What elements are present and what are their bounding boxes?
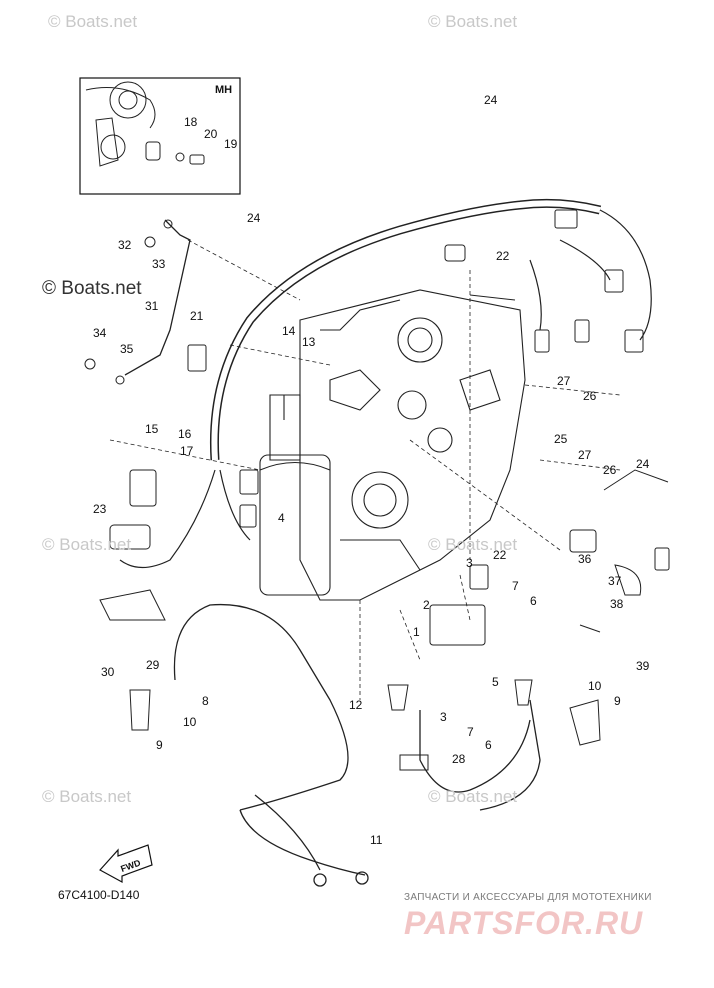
watermark: © Boats.net — [428, 12, 518, 31]
battery-cables — [124, 219, 541, 887]
callout-35: 35 — [120, 342, 134, 356]
watermark: © Boats.net — [428, 535, 518, 554]
callout-6: 6 — [530, 594, 537, 608]
callout-24: 24 — [636, 457, 650, 471]
callout-39: 39 — [636, 659, 650, 673]
watermark: © Boats.net — [42, 787, 132, 806]
callout-1: 1 — [413, 625, 420, 639]
callout-22: 22 — [496, 249, 510, 263]
callout-17: 17 — [180, 444, 194, 458]
callout-28: 28 — [452, 752, 466, 766]
callout-34: 34 — [93, 326, 107, 340]
callout-24: 24 — [247, 211, 261, 225]
callout-26: 26 — [583, 389, 597, 403]
leader-lines — [109, 239, 621, 700]
callout-20: 20 — [204, 127, 218, 141]
callout-18: 18 — [184, 115, 198, 129]
callout-14: 14 — [282, 324, 296, 338]
watermark-prominent: © Boats.net — [42, 278, 142, 299]
callout-25: 25 — [554, 432, 568, 446]
callout-13: 13 — [302, 335, 316, 349]
callout-15: 15 — [145, 422, 159, 436]
callout-9: 9 — [156, 738, 163, 752]
callout-7: 7 — [467, 725, 474, 739]
fwd-arrow-icon: FWD — [99, 844, 153, 884]
callout-3: 3 — [440, 710, 447, 724]
callout-30: 30 — [101, 665, 115, 679]
callout-23: 23 — [93, 502, 107, 516]
callout-10: 10 — [183, 715, 197, 729]
callout-36: 36 — [578, 552, 592, 566]
wiring-harness — [119, 198, 652, 569]
callout-3: 3 — [466, 556, 473, 570]
callout-32: 32 — [118, 238, 132, 252]
inset-drawing — [85, 81, 205, 167]
watermark: © Boats.net — [48, 12, 138, 31]
callout-16: 16 — [178, 427, 192, 441]
inset-frame — [79, 77, 241, 195]
callout-27: 27 — [578, 448, 592, 462]
callout-29: 29 — [146, 658, 160, 672]
callout-5: 5 — [492, 675, 499, 689]
callout-10: 10 — [588, 679, 602, 693]
callout-26: 26 — [603, 463, 617, 477]
engine-block — [259, 289, 526, 601]
ad-logo: PARTSFOR.RU — [404, 905, 644, 941]
ad-tagline: ЗАПЧАСТИ И АКСЕССУАРЫ ДЛЯ МОТОТЕХНИКИ — [404, 892, 652, 903]
callout-37: 37 — [608, 574, 622, 588]
callout-4: 4 — [278, 511, 285, 525]
watermark: © Boats.net — [42, 535, 132, 554]
callout-22: 22 — [493, 548, 507, 562]
callout-2: 2 — [423, 598, 430, 612]
parts — [84, 209, 670, 771]
callout-11: 11 — [370, 833, 383, 847]
callout-6: 6 — [485, 738, 492, 752]
callout-24: 24 — [484, 93, 498, 107]
callout-38: 38 — [610, 597, 624, 611]
callout-33: 33 — [152, 257, 166, 271]
watermark: © Boats.net — [428, 787, 518, 806]
callout-19: 19 — [224, 137, 238, 151]
callout-9: 9 — [614, 694, 621, 708]
callout-7: 7 — [512, 579, 519, 593]
callout-21: 21 — [190, 309, 204, 323]
inset-label: MH — [215, 84, 233, 96]
callout-31: 31 — [145, 299, 159, 313]
callout-12: 12 — [349, 698, 363, 712]
callout-8: 8 — [202, 694, 209, 708]
part-number: 67C4100-D140 — [58, 888, 140, 902]
callout-27: 27 — [557, 374, 571, 388]
